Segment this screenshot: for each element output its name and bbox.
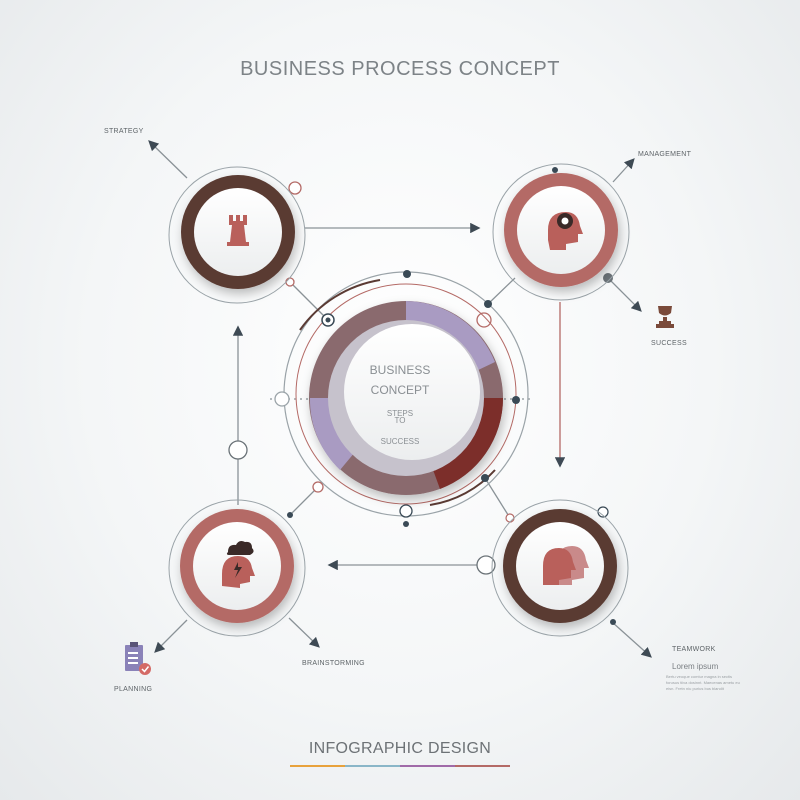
connector-lines (148, 140, 652, 658)
path-dots (228, 167, 616, 625)
success-label: SUCCESS (651, 340, 687, 347)
center-subtitle-line1: STEPS (386, 409, 414, 418)
clipboard-check-icon (125, 642, 151, 675)
center-subtitle-line2: TO (394, 416, 406, 425)
lorem-title: Lorem ipsum (672, 662, 719, 671)
head-gear-icon (548, 212, 583, 250)
brainstorming-label: BRAINSTORMING (302, 660, 365, 667)
strategy-label: STRATEGY (104, 128, 144, 135)
chess-rook-icon (227, 215, 249, 246)
management-label: MANAGEMENT (638, 151, 692, 158)
head-cloud-icon (222, 541, 255, 588)
planning-label: PLANNING (114, 686, 153, 693)
center-title-line1: BUSINESS (369, 363, 431, 377)
lorem-body: Bertu veoque comtur magna in sectis foru… (666, 674, 740, 691)
page-title: BUSINESS PROCESS CONCEPT (240, 58, 560, 80)
footer-underline (290, 765, 510, 767)
center-node (309, 301, 504, 495)
team-heads-icon (543, 546, 589, 585)
footer-title: INFOGRAPHIC DESIGN (308, 740, 492, 757)
center-title-line2: CONCEPT (370, 383, 430, 397)
center-subtitle-line3: SUCCESS (380, 437, 420, 446)
trophy-icon (656, 306, 674, 328)
teamwork-label: TEAMWORK (672, 646, 716, 653)
